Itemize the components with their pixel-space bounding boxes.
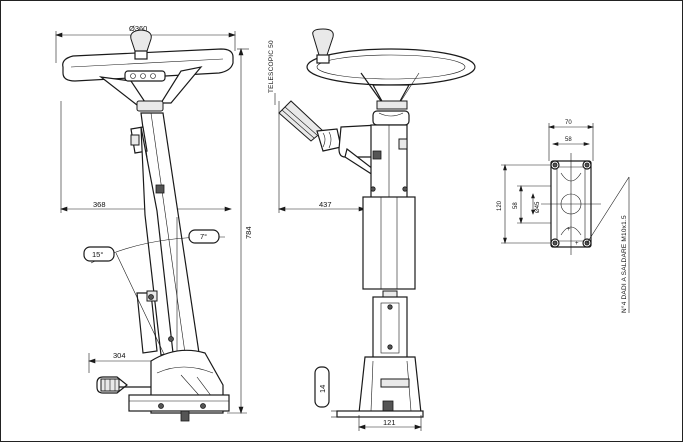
side-view: Ø360 368 [55,24,253,422]
column-front [362,124,416,360]
telescopic-note: TELESCOPIC 50 [268,40,275,93]
base-front [336,356,424,418]
flange-detail: 70 58 + + 120 [497,120,630,313]
steering-wheel-front [306,28,476,110]
flange-inner-width-label: 58 [565,137,572,143]
height-label: 784 [244,226,253,239]
base-height-label: 14 [318,385,327,393]
wheel-diameter-label: Ø360 [129,24,147,33]
base-offset-label: 304 [113,351,126,360]
height-dimension: 784 [227,48,253,414]
base-width-label: 121 [383,418,396,427]
base-width-dimension: 121 [358,415,422,431]
svg-text:+: + [567,227,571,233]
reach-label: 368 [93,200,106,209]
flange-bore-label: Ø45 [535,201,541,213]
tilt-back-label: 7° [200,232,207,241]
flange-outer-width-label: 70 [565,120,572,126]
flange-inner-height-label: 58 [513,202,519,209]
flange-outer-height-label: 120 [497,200,503,211]
steering-wheel-side [62,29,234,112]
svg-text:+: + [575,241,579,247]
width-dimension: 437 [278,101,366,213]
stud-note: N°4 DADI A SALDARE M10x1.5 [620,215,628,313]
shift-lever [278,100,342,152]
column-side [130,112,200,358]
tilt-angle-arcs: 15° 7° [83,217,225,374]
base-side [96,349,230,422]
base-height-dimension: 14 [314,366,341,418]
width-label: 437 [319,200,332,209]
front-view: TELESCOPIC 50 437 [268,28,476,431]
tilt-forward-label: 15° [92,250,103,259]
